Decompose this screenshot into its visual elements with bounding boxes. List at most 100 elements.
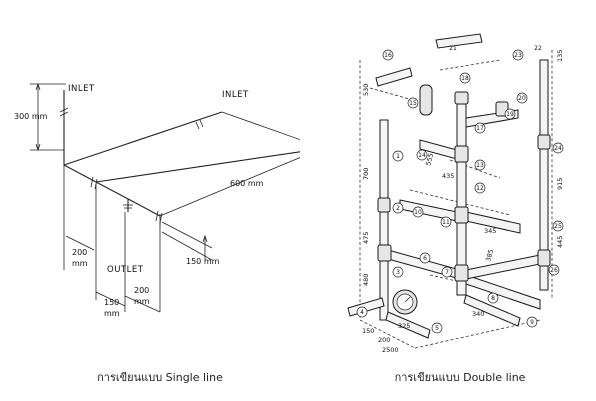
break-mark	[195, 121, 200, 130]
dim-480: 480	[362, 274, 370, 286]
dim-475: 475	[362, 232, 370, 244]
dim-200: 200	[378, 336, 390, 344]
dim-200-bottom-value: 200	[134, 286, 149, 295]
caption-single-line: การเขียนแบบ Single line	[97, 371, 223, 384]
dim-line-600	[159, 157, 300, 217]
dim-435: 435	[442, 172, 454, 180]
callout-7: 7	[441, 266, 453, 278]
pipe-iso-right	[465, 254, 541, 280]
svg-text:1: 1	[396, 153, 400, 160]
svg-text:9: 9	[530, 319, 534, 326]
dim-line-150-bottom	[95, 291, 126, 307]
pipe-top	[435, 33, 483, 49]
main-run-pipe	[63, 111, 223, 166]
callout-21: 21	[449, 45, 457, 52]
double-line-svg: 1 2 3 4 5 6 7 8 9 10 11 12 13 14 15 16 1…	[347, 33, 564, 354]
single-line-svg: 300 mm INLET INLET 600 mm 150 mm	[14, 82, 300, 318]
dim-200-left-value: 200	[72, 248, 87, 257]
caption-double-line: การเขียนแบบ Double line	[394, 371, 526, 384]
gauge-needle	[404, 296, 411, 303]
dim-345: 345	[484, 227, 496, 235]
callout-14: 14	[416, 149, 428, 161]
callout-12: 12	[474, 182, 486, 194]
pipe-bottom	[385, 311, 431, 339]
svg-text:14: 14	[418, 152, 426, 159]
dim-445: 445	[556, 236, 564, 248]
dim-200-bottom-unit: mm	[134, 297, 150, 306]
callout-19: 19	[504, 108, 516, 120]
inlet-pipe-end	[221, 111, 300, 141]
joint-mark	[155, 210, 159, 222]
dim-150-bottom-unit: mm	[104, 309, 120, 318]
dim-line	[414, 319, 541, 349]
break-mark	[59, 107, 69, 113]
svg-text:3: 3	[396, 269, 400, 276]
dim-line-200-bottom	[124, 295, 161, 313]
fitting-tee	[454, 145, 469, 163]
callout-24: 24	[552, 142, 564, 154]
svg-text:24: 24	[554, 145, 562, 152]
break-mark	[59, 111, 69, 117]
fitting-coupling	[377, 197, 391, 213]
svg-text:6: 6	[423, 255, 427, 262]
double-line-drawing: 1 2 3 4 5 6 7 8 9 10 11 12 13 14 15 16 1…	[300, 0, 596, 360]
arrow	[35, 143, 41, 152]
svg-text:26: 26	[550, 267, 558, 274]
dim-line	[439, 59, 501, 71]
callout-20: 20	[516, 92, 528, 104]
svg-text:20: 20	[518, 95, 526, 102]
arrow	[35, 82, 41, 91]
callout-6: 6	[419, 252, 431, 264]
inlet-horizontal-pipe	[95, 151, 300, 183]
callout-3: 3	[392, 266, 404, 278]
dim-150: 150	[362, 327, 374, 335]
callout-2: 2	[392, 202, 404, 214]
callout-16: 16	[382, 49, 394, 61]
dim-340: 340	[472, 310, 484, 318]
dim-385: 385	[484, 248, 495, 262]
dim-915: 915	[556, 178, 564, 190]
label-inlet-vertical: INLET	[68, 84, 95, 94]
dim-150-bottom-value: 150	[104, 298, 119, 307]
svg-text:4: 4	[360, 309, 364, 316]
dim-2500: 2500	[382, 346, 399, 354]
callout-11: 11	[440, 216, 452, 228]
fitting-coupling	[537, 134, 551, 150]
main-pipe-segment	[63, 164, 97, 183]
callout-23: 23	[512, 49, 524, 61]
single-line-drawing: 300 mm INLET INLET 600 mm 150 mm	[0, 0, 300, 360]
fitting-tee	[454, 206, 469, 224]
svg-text:22: 22	[534, 45, 542, 52]
callout-22: 22	[534, 45, 542, 52]
callout-8: 8	[487, 292, 499, 304]
fitting-elbow	[377, 244, 392, 262]
main-pipe-segment	[95, 181, 133, 202]
dim-line	[449, 159, 501, 179]
svg-text:12: 12	[476, 185, 484, 192]
dim-135: 135	[556, 50, 564, 62]
callout-25: 25	[552, 220, 564, 232]
callout-17: 17	[474, 122, 486, 134]
ext-line	[161, 231, 213, 261]
dim-line	[409, 189, 511, 216]
svg-text:7: 7	[445, 269, 449, 276]
dim-line-200-left	[65, 235, 95, 251]
svg-text:25: 25	[554, 223, 562, 230]
callout-10: 10	[412, 206, 424, 218]
break-mark	[199, 119, 204, 128]
dim-325: 325	[398, 322, 410, 330]
svg-text:16: 16	[384, 52, 392, 59]
fitting-tee	[454, 264, 469, 282]
svg-text:19: 19	[506, 111, 514, 118]
fitting-elbow	[537, 249, 551, 267]
svg-text:13: 13	[476, 162, 484, 169]
dim-150-right: 150 mm	[186, 257, 220, 266]
svg-text:2: 2	[396, 205, 400, 212]
ext-line	[161, 221, 213, 249]
svg-text:11: 11	[442, 219, 450, 226]
dim-200-left-unit: mm	[72, 259, 88, 268]
pipe-vertical-right	[539, 59, 549, 291]
callout-26: 26	[548, 264, 560, 276]
callout-15: 15	[407, 97, 419, 109]
svg-text:8: 8	[491, 295, 495, 302]
